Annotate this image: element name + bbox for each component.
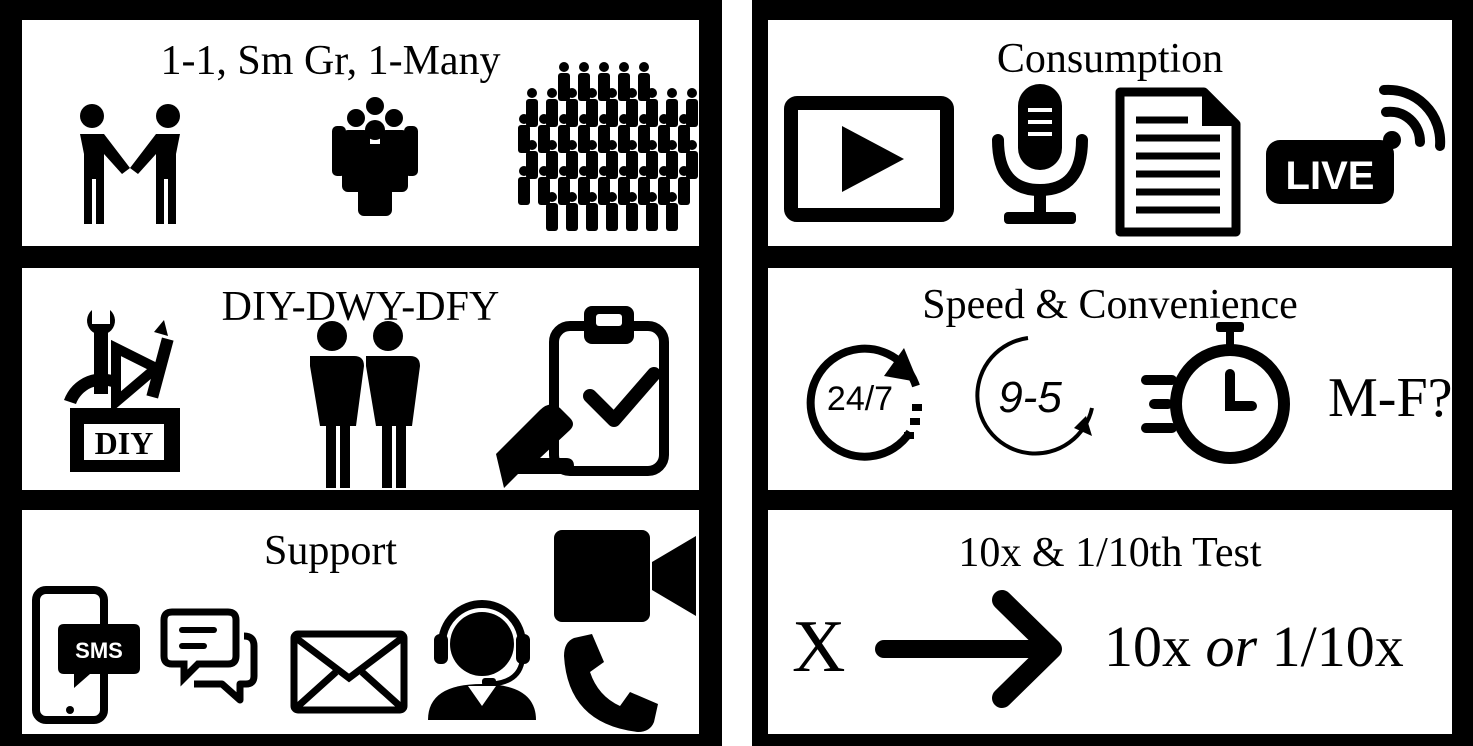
panel-title: 1-1, Sm Gr, 1-Many	[160, 38, 501, 84]
clock-95-label: 9-5	[998, 373, 1062, 422]
diy-tools-icon: DIY	[64, 310, 180, 472]
diy-dwy-dfy-panel: DIY-DWY-DFY DIY	[22, 268, 699, 490]
sms-label: SMS	[75, 638, 123, 663]
arrow-right-icon	[875, 590, 1062, 708]
delivery-modes-panel: 1-1, Sm Gr, 1-Many	[22, 20, 699, 246]
microphone-icon	[992, 84, 1088, 224]
phone-sms-icon: SMS	[32, 586, 140, 724]
clipboard-check-icon	[496, 306, 669, 488]
document-icon	[1115, 87, 1241, 237]
live-label: LIVE	[1286, 154, 1375, 198]
headset-agent-icon	[428, 600, 536, 720]
test-to-b: 1/10x	[1271, 614, 1404, 679]
two-people-icon	[310, 321, 420, 488]
video-camera-icon	[554, 530, 696, 622]
panel-title: Support	[263, 528, 397, 574]
handshake-icon	[80, 104, 180, 224]
panel-title: Speed & Convenience	[922, 282, 1298, 328]
clock-9-5-icon: 9-5	[975, 336, 1094, 456]
chat-bubbles-icon	[160, 608, 258, 704]
panel-title: Consumption	[996, 36, 1224, 82]
live-stream-icon: LIVE	[1266, 84, 1446, 204]
support-panel: Support SMS	[22, 510, 699, 734]
test-from-label: X	[792, 606, 846, 688]
panel-title: DIY-DWY-DFY	[221, 284, 500, 330]
right-column: Consumption	[752, 0, 1473, 746]
stopwatch-icon	[1141, 322, 1290, 464]
consumption-panel: Consumption	[768, 20, 1452, 246]
test-to-or: or	[1205, 614, 1258, 679]
left-column: 1-1, Sm Gr, 1-Many D	[0, 0, 722, 746]
speed-convenience-panel: Speed & Convenience 24/7 9-5	[768, 268, 1452, 490]
days-label: M-F?	[1328, 367, 1452, 429]
envelope-icon	[290, 630, 408, 714]
panel-title: 10x & 1/10th Test	[958, 530, 1262, 576]
clock-247-label: 24/7	[827, 380, 893, 418]
test-result: 10x or 1/10x	[1104, 618, 1404, 676]
test-panel: 10x & 1/10th Test X 10x or 1/10x	[768, 510, 1452, 734]
small-group-icon	[332, 97, 418, 216]
clock-24-7-icon: 24/7	[806, 344, 922, 461]
phone-handset-icon	[564, 634, 658, 732]
video-play-icon	[784, 96, 954, 222]
crowd-icon	[518, 62, 698, 231]
diy-badge-label: DIY	[95, 425, 154, 461]
test-to-a: 10x	[1104, 614, 1191, 679]
